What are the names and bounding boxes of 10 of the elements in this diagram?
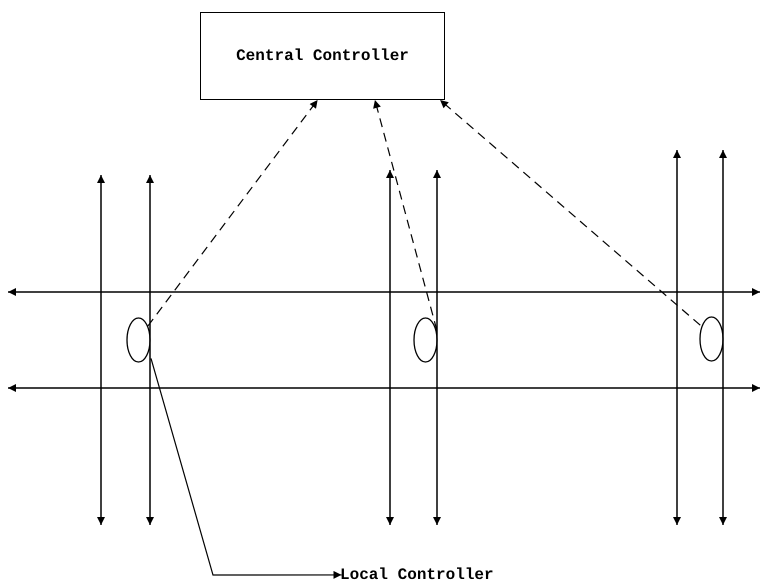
ellipse-symbol	[126, 317, 151, 363]
dashed-arrow	[373, 100, 438, 330]
controller-box	[200, 12, 445, 100]
ellipse-symbol	[413, 317, 438, 363]
callout-label: Local Controller	[340, 566, 494, 584]
dashed-arrow	[440, 100, 701, 326]
box-label: Central Controller	[236, 47, 409, 65]
dashed-arrow	[147, 100, 318, 327]
ellipse-symbol	[699, 316, 724, 362]
leader-line	[150, 358, 342, 579]
